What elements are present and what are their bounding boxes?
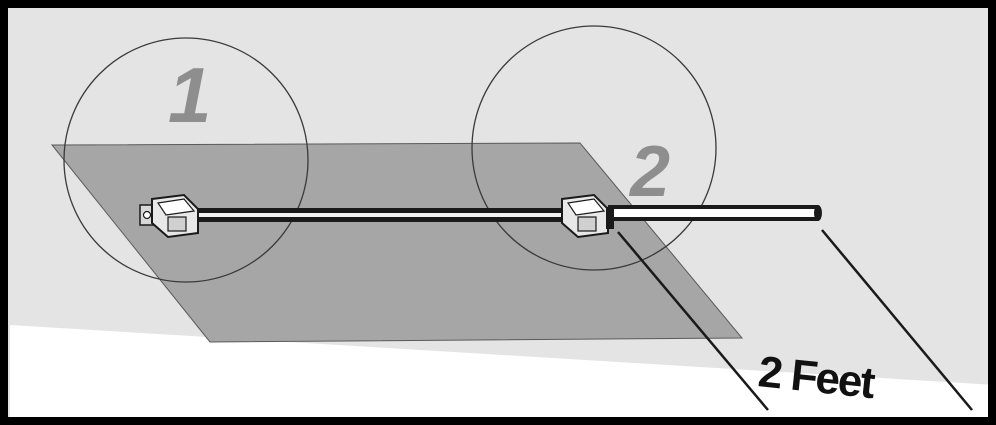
callout-label-2: 2 (628, 132, 670, 212)
cable-run (198, 208, 570, 222)
distance-label: 2 Feet (756, 347, 878, 408)
callout-circle-1 (63, 37, 309, 283)
mounting-panel (50, 142, 744, 343)
callout-label-1: 1 (168, 51, 211, 139)
extension-rod (608, 205, 822, 221)
connector-2 (561, 193, 614, 239)
dimension-line-right (821, 229, 973, 411)
floor-area (10, 325, 996, 418)
callout-circle-2 (471, 25, 717, 271)
connector-1 (139, 193, 199, 239)
dimension-line-left (617, 231, 769, 411)
